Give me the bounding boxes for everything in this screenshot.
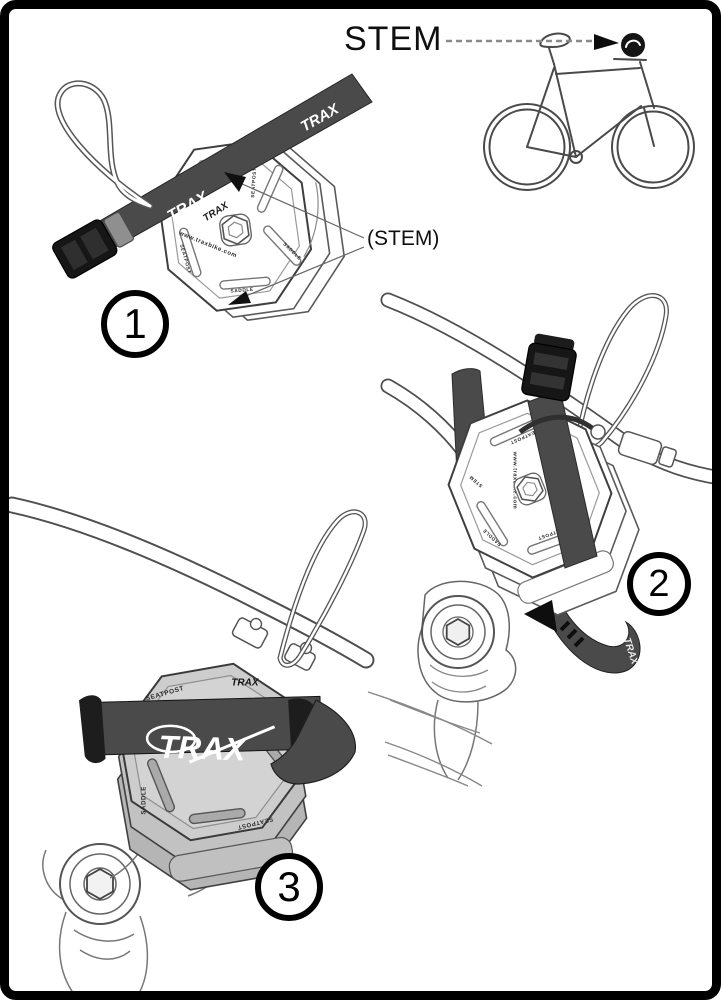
trax-device-step3: SEATPOST SADDLE SEATPOST SADDLE TRAX TRA…: [79, 653, 322, 900]
device-label-website: www.traxbike.com: [512, 451, 518, 510]
stem-annotation-leaders: [224, 172, 365, 305]
stem-device-logo-mark: [625, 39, 641, 48]
stem-callout-label: STEM: [344, 20, 443, 58]
brand-logo: TRAX: [231, 677, 260, 688]
brand-logo-strap: TRAX: [158, 728, 248, 767]
step-number-3: 3: [255, 853, 323, 921]
bicycle-drawing: [483, 32, 695, 191]
step-number-1: 1: [101, 290, 169, 358]
stem-annotation-label: (STEM): [367, 227, 440, 250]
step-number-2: 2: [627, 552, 691, 616]
lanyard-wrap-band: [518, 414, 594, 435]
stem-cap-bolt: [85, 868, 115, 900]
step-number-text: 3: [277, 863, 301, 910]
center-bolt: [513, 471, 547, 507]
stem-device-dot: [621, 33, 645, 57]
strap-buckle: [52, 211, 134, 279]
crank: [569, 150, 583, 164]
lanyard-loop: [575, 293, 669, 451]
strap-bridge: [79, 695, 106, 764]
stem-assembly: [387, 580, 517, 787]
device-label-seatpost: SEATPOST: [250, 167, 258, 198]
rear-wheel: [483, 103, 571, 191]
saddle-shape: [539, 32, 571, 49]
brand-logo-swoosh: [145, 724, 197, 754]
device-label-saddle: SADDLE: [230, 287, 254, 295]
strap-buckle: [521, 333, 577, 402]
stem-assembly: [42, 835, 241, 996]
clamp-bolt: [590, 424, 606, 440]
arrowhead-icon: [594, 34, 619, 50]
push-arrow-icon: [524, 600, 585, 648]
trax-device-step1: SEATPOST SEATPOST SADDLE SADDLE www.trax…: [151, 133, 352, 327]
arrowhead-icon: [224, 172, 246, 192]
step-number-text: 2: [648, 562, 670, 605]
stem-cap-bolt: [445, 618, 471, 646]
brake-clamp: [617, 430, 677, 468]
step-number-text: 1: [123, 300, 147, 347]
step1-illustration: SEATPOST SEATPOST SADDLE SADDLE www.trax…: [52, 73, 373, 327]
handlebar: [3, 496, 375, 669]
lanyard-loop: [277, 509, 368, 668]
arrowhead-icon: [228, 291, 251, 305]
center-bolt: [219, 213, 253, 247]
stem-pointer: [446, 34, 619, 50]
step3-illustration: SEATPOST SADDLE SEATPOST SADDLE TRAX TRA…: [3, 496, 493, 996]
lanyard-loop: [54, 80, 153, 209]
brand-logo-underline: [188, 725, 276, 764]
device-label-saddle: SADDLE: [141, 786, 147, 814]
step2-illustration: TRAX SEATPOST www.traxbike.com SEATPOST …: [380, 292, 721, 787]
strap-end-wing: [270, 699, 356, 785]
